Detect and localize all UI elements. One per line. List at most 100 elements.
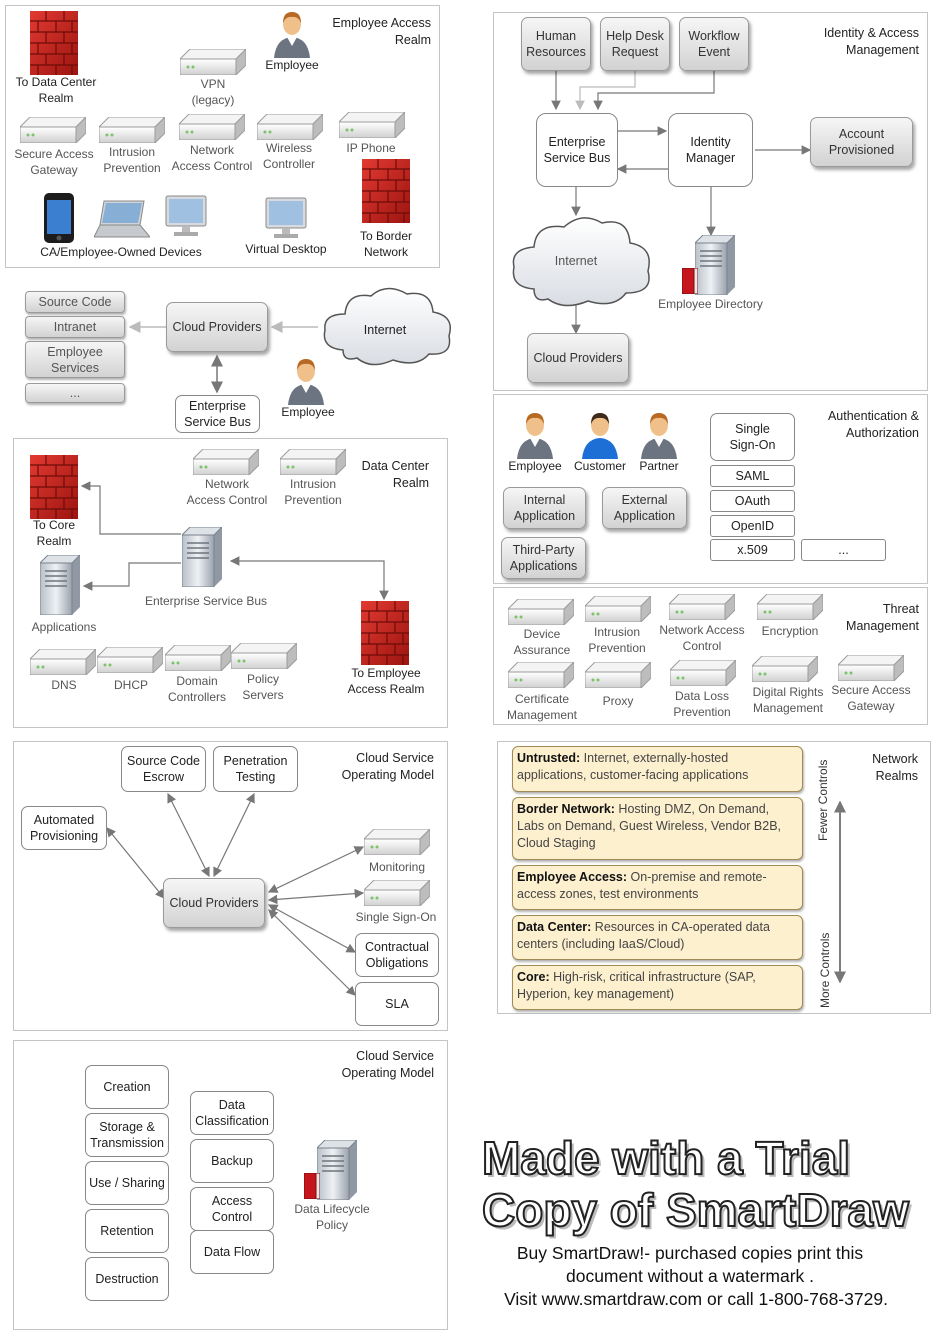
access-control-box[interactable]: Access Control	[190, 1187, 274, 1231]
account-provisioned-box[interactable]: Account Provisioned	[810, 117, 913, 167]
customer-person-icon	[580, 409, 620, 459]
employee-services-box[interactable]: Employee Services	[25, 341, 125, 378]
authentication-authorization-title: Authentication & Authorization	[827, 409, 919, 440]
vpn-label: VPN (legacy)	[191, 77, 235, 107]
internal-application-box[interactable]: Internal Application	[503, 487, 586, 529]
firewall-icon	[362, 159, 410, 223]
data-loss-prevention-icon	[670, 660, 736, 686]
monitoring-label: Monitoring	[368, 860, 426, 874]
enterprise-service-bus-box[interactable]: Enterprise Service Bus	[536, 113, 618, 187]
watermark-line-2: Copy of SmartDraw	[481, 1183, 910, 1237]
single-sign-on-label: Single Sign-On	[355, 910, 437, 924]
intranet-box[interactable]: Intranet	[25, 316, 125, 338]
untrusted-realm-box: Untrusted: Internet, externally-hosted a…	[512, 746, 803, 792]
ip-phone-icon	[339, 112, 405, 138]
policy-servers-label: Policy Servers	[242, 672, 284, 702]
cloud-service-model-1-title: Cloud Service Operating Model	[341, 751, 434, 782]
network-access-control-icon	[193, 449, 259, 475]
proxy-icon	[585, 662, 651, 688]
realm-description: High-risk, critical infrastructure (SAP,…	[517, 970, 756, 1001]
network-realms-title: Network Realms	[872, 752, 918, 783]
monitoring-device-icon	[364, 829, 430, 855]
proxy-label: Proxy	[602, 694, 634, 708]
smartphone-icon	[44, 193, 74, 243]
applications-server-icon	[40, 555, 80, 615]
intrusion-prevention-label: Intrusion Prevention	[284, 477, 342, 507]
secure-access-gateway-icon	[20, 117, 86, 143]
third-party-applications-box[interactable]: Third-Party Applications	[501, 537, 586, 579]
threat-management-panel: Threat Management Device Assurance Intru…	[493, 587, 928, 725]
internet-cloud-icon	[512, 217, 650, 307]
workflow-event-box[interactable]: Workflow Event	[679, 17, 749, 71]
use-sharing-box[interactable]: Use / Sharing	[85, 1161, 169, 1205]
ip-phone-label: IP Phone	[346, 141, 396, 155]
domain-controllers-label: Domain Controllers	[167, 674, 227, 704]
data-classification-box[interactable]: Data Classification	[190, 1091, 274, 1135]
wireless-controller-icon	[257, 114, 323, 140]
secure-access-gateway-label: Secure Access Gateway	[14, 147, 94, 177]
realm-description: Internet, externally-hosted applications…	[517, 751, 749, 782]
employee-label: Employee	[508, 459, 562, 473]
identity-manager-box[interactable]: Identity Manager	[668, 113, 753, 187]
enterprise-service-bus-box[interactable]: Enterprise Service Bus	[175, 395, 260, 433]
employee-person-icon	[272, 8, 312, 58]
enterprise-service-bus-server-icon	[182, 527, 222, 587]
source-code-box[interactable]: Source Code	[25, 291, 125, 313]
storage-transmission-box[interactable]: Storage & Transmission	[85, 1113, 169, 1157]
network-access-control-label: Network Access Control	[659, 623, 745, 653]
single-sign-on-box[interactable]: Single Sign-On	[710, 413, 795, 461]
vpn-device-icon	[180, 49, 246, 75]
backup-box[interactable]: Backup	[190, 1139, 274, 1183]
watermark-line-1: Made with a Trial	[481, 1131, 851, 1185]
x509-box[interactable]: x.509	[710, 539, 795, 561]
server-icon	[317, 1140, 357, 1200]
cloud-providers-box[interactable]: Cloud Providers	[527, 333, 629, 383]
help-desk-request-box[interactable]: Help Desk Request	[600, 17, 670, 71]
saml-box[interactable]: SAML	[710, 465, 795, 487]
ca-devices-label: CA/Employee-Owned Devices	[40, 245, 202, 259]
firewall-icon	[30, 455, 78, 519]
automated-provisioning-box[interactable]: Automated Provisioning	[21, 806, 107, 850]
external-application-box[interactable]: External Application	[602, 487, 687, 529]
network-access-control-icon	[669, 594, 735, 620]
monitor-icon	[164, 194, 208, 238]
book-icon	[304, 1173, 320, 1199]
contractual-obligations-box[interactable]: Contractual Obligations	[355, 933, 439, 977]
internet-label: Internet	[363, 323, 407, 337]
virtual-desktop-icon	[264, 196, 308, 240]
source-code-escrow-box[interactable]: Source Code Escrow	[121, 746, 206, 792]
oauth-box[interactable]: OAuth	[710, 490, 795, 512]
identity-access-management-panel: Identity & Access Management Human Resou…	[493, 12, 928, 391]
laptop-icon	[94, 199, 150, 239]
to-data-center-realm-label: To Data Center Realm	[15, 75, 97, 105]
encryption-label: Encryption	[761, 624, 819, 638]
destruction-box[interactable]: Destruction	[85, 1257, 169, 1301]
creation-box[interactable]: Creation	[85, 1065, 169, 1109]
policy-servers-icon	[231, 643, 297, 669]
cloud-providers-box[interactable]: Cloud Providers	[166, 302, 268, 352]
more-methods-box[interactable]: ...	[801, 539, 886, 561]
firewall-icon	[30, 11, 78, 75]
to-border-network-label: To Border Network	[359, 229, 413, 259]
sla-box[interactable]: SLA	[355, 982, 439, 1026]
human-resources-box[interactable]: Human Resources	[521, 17, 591, 71]
secure-access-gateway-icon	[838, 655, 904, 681]
retention-box[interactable]: Retention	[85, 1209, 169, 1253]
network-access-control-label: Network Access Control	[171, 143, 253, 173]
employee-directory-label: Employee Directory	[658, 297, 763, 311]
virtual-desktop-label: Virtual Desktop	[245, 242, 327, 256]
border-network-realm-box: Border Network: Hosting DMZ, On Demand, …	[512, 797, 803, 860]
identity-access-management-title: Identity & Access Management	[823, 26, 919, 57]
dns-device-icon	[30, 649, 96, 675]
employee-label: Employee	[281, 405, 335, 419]
cloud-providers-box[interactable]: Cloud Providers	[163, 878, 265, 928]
more-items-box[interactable]: ...	[25, 383, 125, 403]
employee-access-realm-box: Employee Access: On-premise and remote-a…	[512, 865, 803, 910]
data-flow-box[interactable]: Data Flow	[190, 1230, 274, 1274]
penetration-testing-box[interactable]: Penetration Testing	[213, 746, 298, 792]
intrusion-prevention-icon	[280, 449, 346, 475]
data-lifecycle-policy-label: Data Lifecycle Policy	[294, 1202, 370, 1232]
wireless-controller-label: Wireless Controller	[262, 141, 316, 171]
internet-cloud-icon	[323, 287, 451, 366]
openid-box[interactable]: OpenID	[710, 515, 795, 537]
